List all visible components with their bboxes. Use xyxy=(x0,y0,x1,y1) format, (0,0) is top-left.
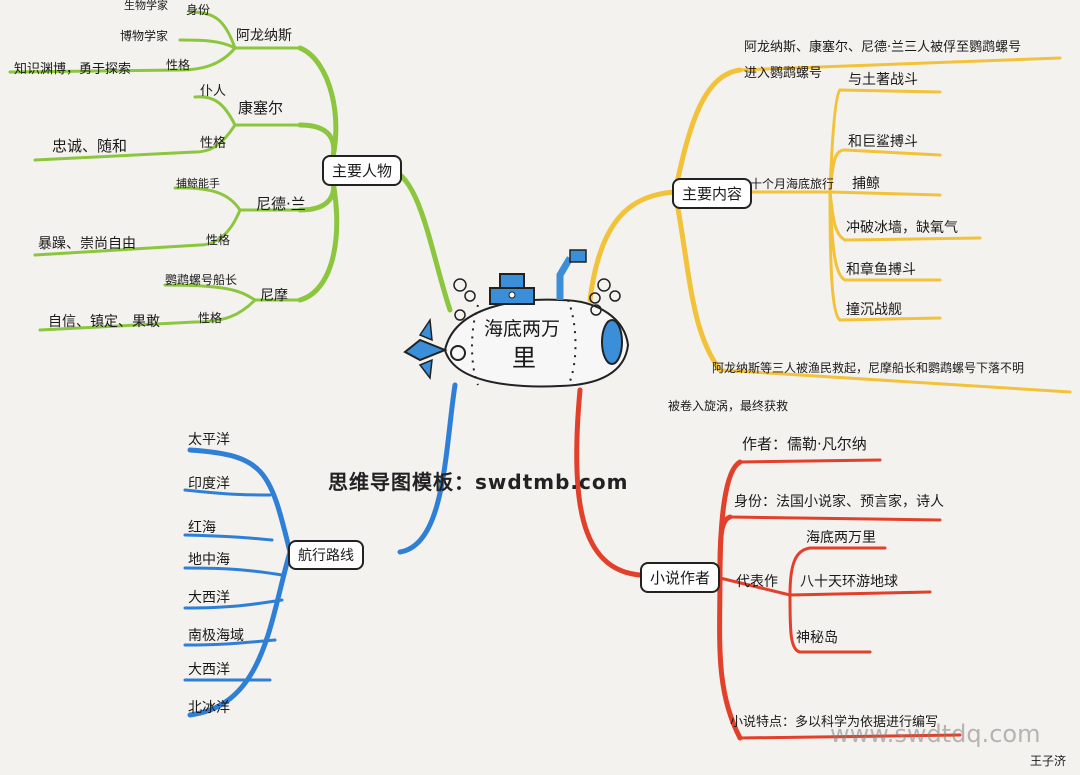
ned-name: 尼德·兰 xyxy=(256,195,306,213)
submarine-illustration xyxy=(403,249,630,388)
content-event-4: 冲破冰墙，缺氧气 xyxy=(846,220,958,236)
red-branch xyxy=(574,387,743,741)
nemo-personality-value: 自信、镇定、果敢 xyxy=(48,314,160,330)
route-branch-title: 航行路线 xyxy=(288,540,364,570)
route-stop-7: 大西洋 xyxy=(188,662,230,678)
ned-identity: 捕鲸能手 xyxy=(176,177,220,190)
signature: 王子济 xyxy=(1030,754,1067,768)
author-branch-title: 小说作者 xyxy=(640,562,721,593)
conseil-personality-value: 忠诚、随和 xyxy=(52,137,128,155)
content-event-2: 和巨鲨搏斗 xyxy=(848,134,918,150)
content-event-5: 和章鱼搏斗 xyxy=(846,262,916,278)
route-stop-3: 红海 xyxy=(188,520,216,536)
content-branch-title: 主要内容 xyxy=(672,178,753,209)
aronnax-identity-value2: 博物学家 xyxy=(120,29,169,43)
author-identity: 身份：法国小说家、预言家，诗人 xyxy=(734,494,944,510)
ned-personality-value: 暴躁、崇尚自由 xyxy=(38,236,136,252)
content-event-1: 与土著战斗 xyxy=(848,72,918,88)
characters-branch-title: 主要人物 xyxy=(322,155,403,186)
route-stop-2: 印度洋 xyxy=(188,476,230,492)
content-event-3: 捕鲸 xyxy=(852,176,880,192)
content-event-6: 撞沉战舰 xyxy=(846,302,902,318)
watermark-text: 思维导图模板：swdtmb.com xyxy=(328,470,629,494)
center-title-line1: 海底两万 xyxy=(484,318,561,340)
author-works-label: 代表作 xyxy=(736,574,778,590)
content-intro: 阿龙纳斯、康塞尔、尼德·兰三人被俘至鹦鹉螺号 xyxy=(744,40,1022,55)
aronnax-name: 阿龙纳斯 xyxy=(236,28,292,44)
content-journey: 十个月海底旅行 xyxy=(750,177,835,191)
author-work-3: 神秘岛 xyxy=(796,630,838,646)
conseil-name: 康塞尔 xyxy=(238,99,284,117)
watermark-url: www.swdtdq.com xyxy=(830,720,1041,748)
yellow-subbranches xyxy=(718,56,1072,394)
route-stop-6: 南极海域 xyxy=(188,628,244,644)
author-feature: 小说特点：多以科学为依据进行编写 xyxy=(730,715,939,730)
aronnax-personality: 性格 xyxy=(166,58,191,72)
blue-branch xyxy=(187,382,458,718)
aronnax-personality-value: 知识渊博，勇于探索 xyxy=(14,62,132,77)
center-title-line2: 里 xyxy=(512,344,536,372)
yellow-branch xyxy=(587,67,743,373)
conseil-identity: 仆人 xyxy=(200,84,227,99)
aronnax-identity: 身份 xyxy=(186,3,211,17)
route-stop-4: 地中海 xyxy=(188,552,230,568)
ned-personality: 性格 xyxy=(206,233,231,247)
red-subbranches xyxy=(718,458,962,740)
route-stop-8: 北冰洋 xyxy=(188,700,230,716)
author-work-1: 海底两万里 xyxy=(806,530,876,546)
blue-subbranches xyxy=(183,488,284,682)
route-stop-1: 太平洋 xyxy=(188,432,230,448)
nemo-personality: 性格 xyxy=(198,311,223,325)
nemo-identity: 鹦鹉螺号船长 xyxy=(165,273,238,287)
content-intro2: 进入鹦鹉螺号 xyxy=(744,66,823,81)
route-stop-5: 大西洋 xyxy=(188,590,230,606)
aronnax-identity-value: 生物学家 xyxy=(124,0,168,12)
author-work-2: 八十天环游地球 xyxy=(800,574,898,590)
green-subbranches xyxy=(8,10,302,332)
nemo-name: 尼摩 xyxy=(260,288,288,304)
author-name: 作者：儒勒·凡尔纳 xyxy=(742,435,867,453)
conseil-personality: 性格 xyxy=(200,136,227,151)
content-ending2: 被卷入旋涡，最终获救 xyxy=(668,399,789,413)
content-ending: 阿龙纳斯等三人被渔民救起，尼摩船长和鹦鹉螺号下落不明 xyxy=(712,361,1025,375)
